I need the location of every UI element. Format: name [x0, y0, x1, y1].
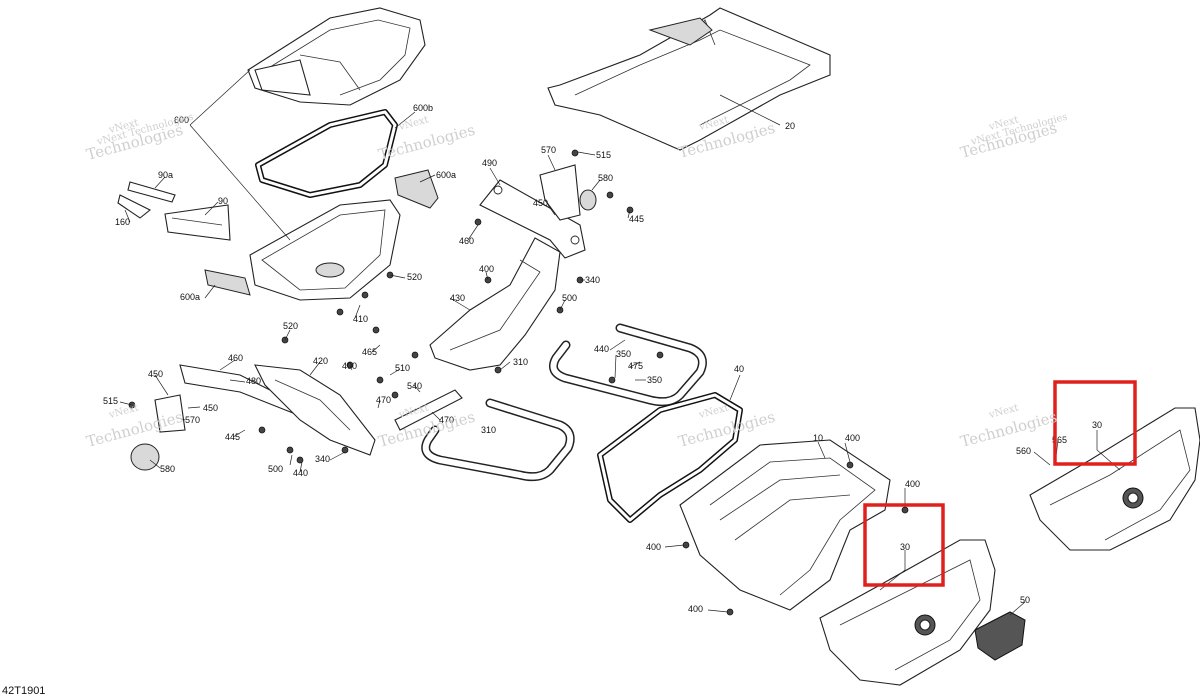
callout-label: 480: [246, 376, 261, 386]
tool-kit: [117, 181, 231, 241]
highlight-box-30-right: [1053, 380, 1137, 466]
callout-label: 475: [628, 361, 643, 371]
callout-label: 310: [513, 357, 528, 367]
callout-label: 560: [1016, 446, 1031, 456]
pad-600a-lower: [204, 269, 251, 296]
callout-label: 600a: [180, 292, 200, 302]
callout-label: 40: [734, 364, 744, 374]
callout-label: 30: [1092, 420, 1102, 430]
support-arm-430: [429, 237, 561, 371]
callout-label: 50: [1020, 595, 1030, 605]
callout-label: 90: [218, 196, 228, 206]
callout-label: 445: [225, 432, 240, 442]
callout-label: 570: [541, 145, 556, 155]
callout-label: 515: [596, 150, 611, 160]
tube-rail-310-right: [549, 323, 707, 407]
callout-label: 400: [342, 361, 357, 371]
callout-label: 600a: [436, 170, 456, 180]
callout-label: 520: [283, 321, 298, 331]
callout-label: 450: [203, 403, 218, 413]
figure-reference: 42T1901: [2, 685, 45, 697]
callout-label: 30: [900, 542, 910, 552]
callout-label: 470: [439, 415, 454, 425]
callout-label: 400: [688, 604, 703, 614]
watermark-line1: vNext: [697, 403, 730, 422]
watermark-line1: vNext: [397, 115, 430, 134]
callout-label: 350: [616, 349, 631, 359]
callout-label: 445: [629, 214, 644, 224]
callout-label: 600b: [413, 103, 433, 113]
cover-lid: [247, 7, 426, 106]
highlight-box-30-center: [863, 503, 945, 587]
callout-label: 570: [185, 415, 200, 425]
callout-label: 10: [813, 433, 823, 443]
callout-label: 450: [533, 198, 548, 208]
callout-label: 440: [293, 468, 308, 478]
callout-label: 520: [407, 272, 422, 282]
bracket-570-right: [539, 164, 597, 221]
callout-label: 310: [481, 425, 496, 435]
callout-label: 400: [479, 264, 494, 274]
callout-label: 500: [268, 464, 283, 474]
callout-label: 460: [228, 353, 243, 363]
rear-cover-30-right: [1029, 407, 1200, 551]
callout-label: 160: [115, 217, 130, 227]
callout-label: 490: [482, 158, 497, 168]
callout-label: 540: [407, 381, 422, 391]
callout-label: 340: [315, 454, 330, 464]
callout-label: 510: [395, 363, 410, 373]
latch-50: [974, 611, 1026, 661]
callout-label: 420: [313, 356, 328, 366]
callout-label: 580: [598, 173, 613, 183]
callout-label: 410: [353, 314, 368, 324]
bracket-540: [394, 389, 463, 431]
callout-label: 515: [103, 396, 118, 406]
callout-labels: 600 600b 600a 600a 90a 90 160 490 570 515 580 450 44…: [95, 103, 1102, 614]
callout-label: 500: [562, 293, 577, 303]
tube-rail-310-left: [421, 398, 575, 482]
upper-frame-20: [547, 7, 831, 151]
callout-label: 400: [646, 542, 661, 552]
callout-label: 580: [160, 464, 175, 474]
callout-label: 430: [450, 293, 465, 303]
callout-label: 90a: [158, 170, 173, 180]
callout-label: 465: [362, 347, 377, 357]
leader-lines: [119, 69, 1121, 616]
callout-label: 460: [459, 236, 474, 246]
storage-box-10: [679, 439, 891, 611]
callout-label: 400: [845, 433, 860, 443]
support-bracket-490: [479, 179, 586, 259]
storage-tray: [249, 199, 401, 301]
pad-600a-upper: [394, 169, 439, 209]
callout-label: 450: [148, 369, 163, 379]
gasket-40: [597, 392, 743, 523]
lid-gasket: [255, 109, 398, 198]
side-bracket-480: [130, 364, 301, 471]
callout-label: 600: [174, 115, 189, 125]
rear-cover-30-center: [819, 539, 996, 686]
callout-label: 20: [785, 121, 795, 131]
callout-label: 440: [594, 344, 609, 354]
hardware-fasteners: [128, 149, 909, 616]
callout-label: 470: [376, 395, 391, 405]
callout-label: 340: [585, 275, 600, 285]
callout-label: 400: [905, 479, 920, 489]
callout-label: 565: [1052, 435, 1067, 445]
callout-label: 350: [647, 375, 662, 385]
side-panel-420: [254, 364, 376, 456]
